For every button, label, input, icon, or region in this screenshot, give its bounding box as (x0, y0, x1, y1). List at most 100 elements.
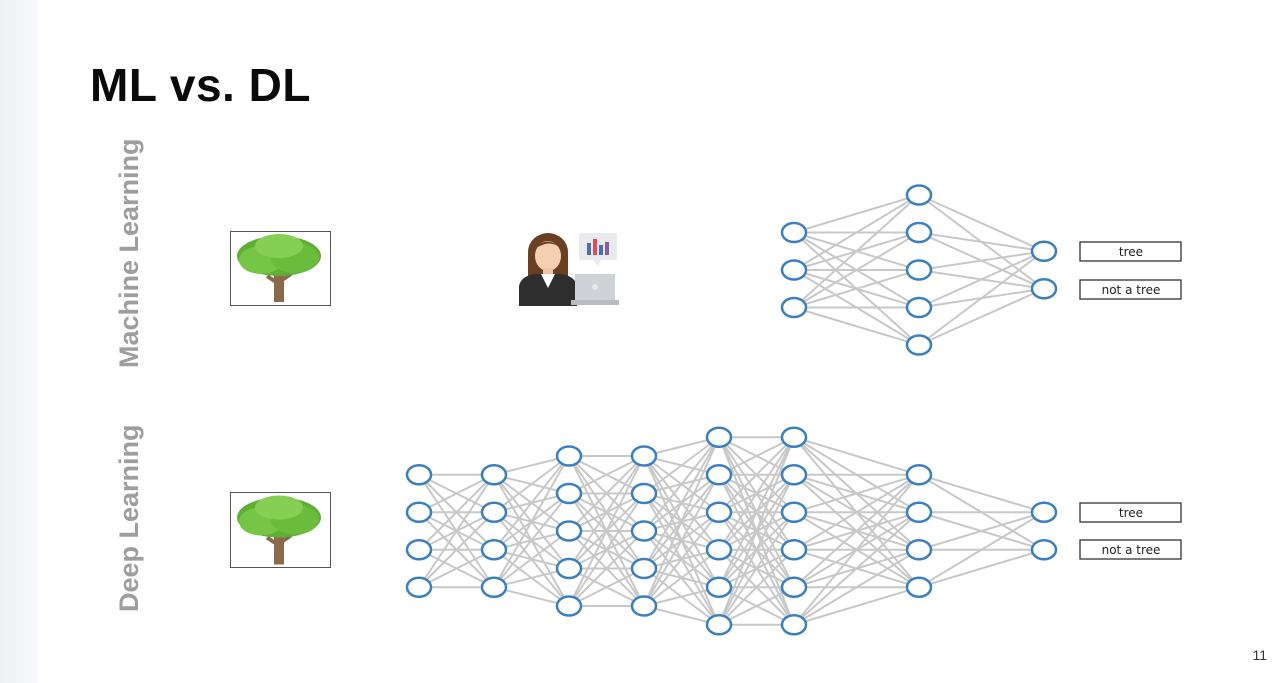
ml-edge (918, 287, 1045, 346)
dl-edge (793, 473, 920, 514)
dl-node-l6-n2 (905, 539, 933, 561)
dl-output-not-tree-box: not a tree (1079, 539, 1182, 560)
ml-node-l1-n2 (905, 259, 933, 281)
ml-network-nodes (780, 184, 1058, 356)
dl-edge (418, 474, 495, 588)
ml-input-tree-image (230, 231, 331, 306)
slide-left-margin (0, 0, 38, 683)
dl-network-nodes (405, 426, 1058, 636)
dl-edge (493, 455, 570, 514)
ml-output-tree-label: tree (1119, 245, 1143, 259)
dl-node-l6-n1 (905, 501, 933, 523)
ml-edge (918, 250, 1045, 271)
dl-edge (418, 473, 495, 514)
page-number: 11 (1252, 647, 1267, 663)
ml-edge (918, 231, 1045, 253)
dl-node-l7-n0 (1030, 501, 1058, 523)
dl-edge (643, 511, 720, 607)
dl-edge (643, 436, 720, 607)
dl-node-l2-n3 (555, 557, 583, 580)
dl-node-l3-n0 (630, 445, 658, 467)
ml-node-l1-n3 (905, 296, 933, 319)
dl-edge (718, 436, 795, 588)
dl-edge (493, 530, 570, 589)
dl-output-tree-label: tree (1119, 506, 1143, 520)
dl-edge (643, 548, 720, 607)
dl-node-l2-n2 (555, 520, 583, 542)
dl-node-l5-n5 (780, 614, 808, 636)
dl-edge (568, 567, 645, 607)
dl-edge (643, 436, 720, 569)
dl-node-l1-n1 (480, 501, 508, 523)
ml-edge (918, 194, 1045, 253)
dl-edge (643, 474, 720, 607)
ml-edge (793, 306, 920, 346)
dl-edge (793, 586, 920, 626)
dl-node-l4-n5 (705, 614, 733, 636)
dl-node-l6-n3 (905, 576, 933, 598)
dl-node-l0-n0 (405, 464, 433, 486)
dl-node-l2-n1 (555, 482, 583, 505)
ml-node-l0-n1 (780, 259, 808, 281)
dl-edge (793, 473, 920, 551)
dl-node-l1-n0 (480, 464, 508, 486)
dl-node-l3-n1 (630, 482, 658, 505)
dl-node-l3-n4 (630, 595, 658, 617)
dl-edge (793, 511, 920, 626)
dl-edge (918, 548, 1045, 589)
ml-output-not-tree-label: not a tree (1102, 283, 1161, 297)
dl-edge (418, 548, 495, 589)
dl-edge (718, 436, 795, 626)
dl-edge (568, 530, 645, 607)
dl-edge (493, 455, 570, 588)
dl-edge (793, 474, 920, 588)
dl-edge (718, 436, 795, 476)
dl-edge (793, 436, 920, 476)
dl-node-l5-n3 (780, 539, 808, 561)
dl-edge (643, 436, 720, 495)
dl-node-l4-n3 (705, 539, 733, 561)
dl-node-l7-n1 (1030, 539, 1058, 561)
dl-node-l5-n1 (780, 464, 808, 486)
ml-edge (793, 269, 920, 309)
dl-edge (493, 455, 570, 551)
dl-output-tree-box: tree (1079, 502, 1182, 523)
dl-input-tree-image (230, 492, 331, 568)
dl-node-l0-n1 (405, 501, 433, 523)
dl-edge (568, 455, 645, 532)
tree-icon (237, 234, 321, 302)
dl-node-l2-n4 (555, 595, 583, 617)
ml-node-l0-n0 (780, 221, 808, 244)
dl-node-l6-n0 (905, 464, 933, 486)
dl-node-l4-n2 (705, 501, 733, 523)
dl-node-l5-n2 (780, 501, 808, 523)
dl-node-l5-n4 (780, 576, 808, 598)
dl-network-edges (418, 436, 1045, 626)
dl-edge (793, 474, 920, 626)
dl-node-l4-n0 (705, 426, 733, 448)
ml-edge (918, 250, 1045, 346)
dl-edge (918, 511, 1045, 551)
dl-node-l4-n1 (705, 464, 733, 486)
dl-node-l2-n0 (555, 445, 583, 467)
dl-node-l3-n2 (630, 520, 658, 542)
dl-node-l3-n3 (630, 557, 658, 580)
dl-output-not-tree-label: not a tree (1102, 543, 1161, 557)
dl-edge (493, 492, 570, 588)
tree-icon (237, 495, 321, 565)
dl-edge (718, 474, 795, 626)
dl-node-l1-n3 (480, 576, 508, 598)
ml-edge (793, 194, 920, 234)
ml-node-l2-n0 (1030, 240, 1058, 262)
dl-edge (568, 455, 645, 495)
ml-output-tree-box: tree (1079, 241, 1182, 262)
dl-edge (918, 511, 1045, 589)
dl-edge (418, 474, 495, 551)
dl-node-l5-n0 (780, 426, 808, 448)
ml-network-edges (793, 194, 1045, 346)
ml-node-l1-n1 (905, 221, 933, 244)
dl-edge (718, 586, 795, 626)
dl-edge (718, 549, 795, 626)
ml-node-l2-n1 (1030, 278, 1058, 300)
